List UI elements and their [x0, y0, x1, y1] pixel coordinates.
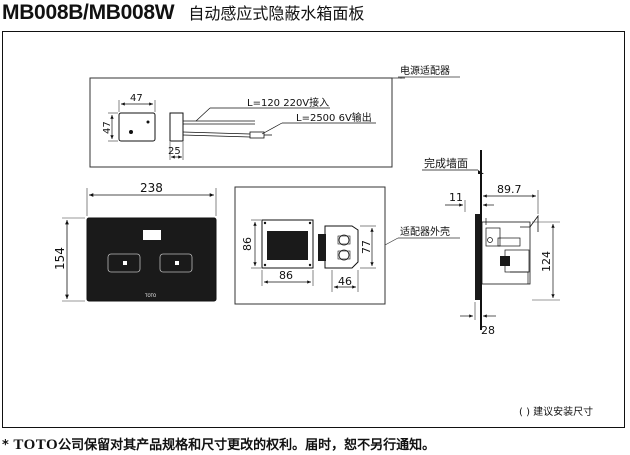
cable-6v-label: L=2500 6V输出 [296, 111, 372, 124]
dim-panel-width: 238 [140, 181, 163, 195]
footer-mark: * [2, 438, 9, 453]
dim-housing-side-height: 77 [360, 240, 373, 254]
drawing-frame [2, 31, 625, 428]
dim-panel-height: 154 [53, 247, 67, 270]
power-adapter-label: 电源适配器 [400, 64, 450, 77]
product-description: 自动感应式隐蔽水箱面板 [188, 4, 365, 23]
panel-side-section [475, 214, 480, 300]
dim-side-offset: 11 [449, 191, 463, 204]
footer-disclaimer: * TOTO公司保留对其产品规格和尺寸更改的权利。届时，恕不另行通知。 [2, 434, 435, 454]
dim-side-depth: 89.7 [497, 183, 522, 196]
dim-side-thickness: 28 [481, 324, 495, 337]
housing-side-view [324, 225, 359, 269]
title-row: MB008B/MB008W 自动感应式隐蔽水箱面板 [2, 0, 364, 28]
adapter-front-view [118, 112, 156, 142]
dim-housing-width: 86 [279, 269, 293, 282]
footer-text: 公司保留对其产品规格和尺寸更改的权利。届时，恕不另行通知。 [58, 438, 436, 453]
footer-brand: TOTO [13, 437, 59, 453]
dim-adapter-depth: 25 [168, 146, 181, 157]
power-adapter-box [89, 77, 393, 168]
adapter-housing-label: 适配器外壳 [400, 225, 450, 238]
dim-housing-height: 86 [241, 237, 254, 251]
dim-side-height: 124 [540, 251, 553, 272]
adapter-housing-leader [384, 237, 399, 246]
dim-housing-side-width: 46 [338, 275, 352, 288]
install-note: ( ) 建议安装尺寸 [519, 405, 593, 418]
panel-brand-logo: TOTO [144, 293, 156, 298]
adapter-housing-box [234, 186, 386, 305]
flush-panel-front [86, 217, 217, 302]
cable-220v-label: L=120 220V接入 [247, 96, 329, 109]
dim-adapter-height: 47 [102, 121, 113, 134]
finished-wall-label: 完成墙面 [424, 156, 468, 170]
adapter-side-view [169, 112, 184, 142]
dim-adapter-width: 47 [130, 93, 143, 104]
sensor-window [143, 230, 161, 240]
model-number: MB008B/MB008W [2, 1, 175, 24]
